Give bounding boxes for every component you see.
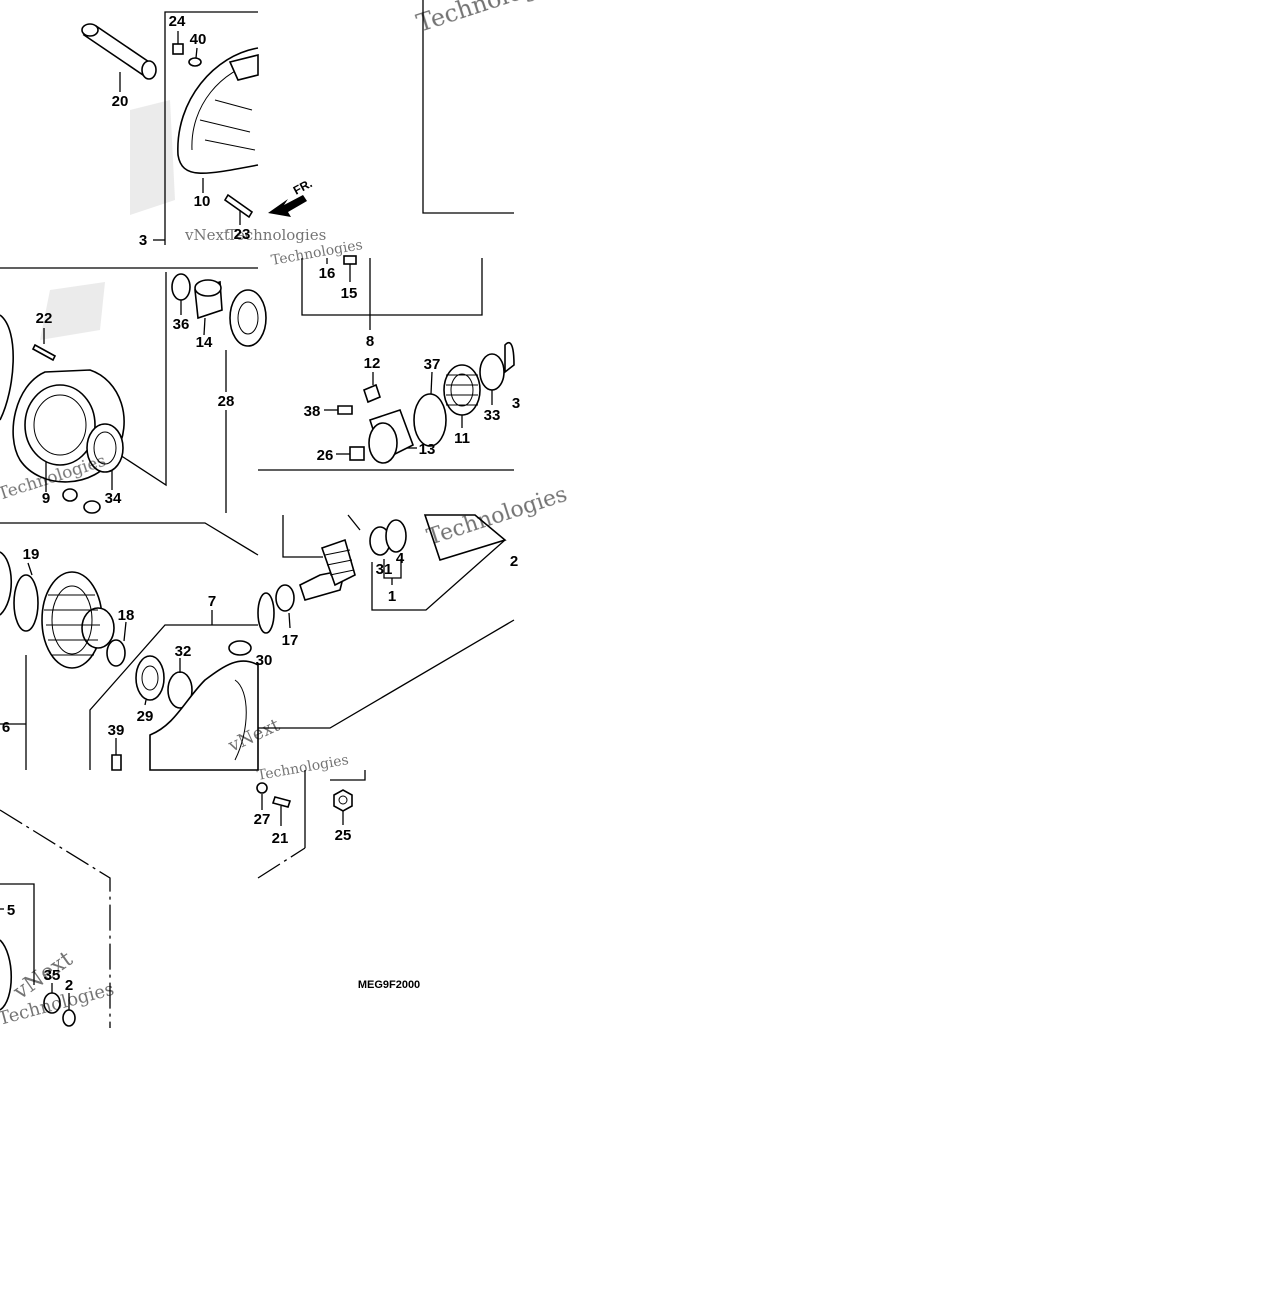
bearing-part-28 xyxy=(229,289,267,347)
callout-4: 4 xyxy=(396,550,405,567)
callout-11: 11 xyxy=(454,430,470,447)
callout-40: 40 xyxy=(190,31,207,48)
callout-25: 25 xyxy=(335,827,352,844)
tile-pinion-gear xyxy=(257,514,515,729)
callout-14: 14 xyxy=(196,334,213,351)
tile-hub xyxy=(0,809,111,1028)
callout-26: 26 xyxy=(317,447,334,464)
callout-29: 29 xyxy=(137,708,154,725)
snap-ring-part-4 xyxy=(385,519,407,553)
tile-fasteners xyxy=(256,770,366,879)
tile-cover-bearing xyxy=(0,267,267,514)
washer-part-40 xyxy=(188,47,202,67)
oil-seal-part-34 xyxy=(86,423,124,473)
tile-ring-gear xyxy=(0,522,259,771)
callout-2-cropped: 2 xyxy=(510,553,518,570)
bearing-part-29 xyxy=(135,655,165,706)
callout-33: 33 xyxy=(484,407,501,424)
callout-20: 20 xyxy=(112,93,129,110)
nut-part-26 xyxy=(336,446,365,461)
callout-23: 23 xyxy=(234,226,251,243)
callout-37: 37 xyxy=(424,356,441,373)
gear-part-11 xyxy=(443,364,481,428)
callout-9: 9 xyxy=(42,490,50,507)
callout-2: 2 xyxy=(65,977,73,994)
bolt-part-38 xyxy=(324,405,353,415)
callout-27: 27 xyxy=(254,811,271,828)
gear-case-part-7 xyxy=(149,640,259,771)
svg-text:Technologies: Technologies xyxy=(256,752,350,784)
front-arrow: FR. xyxy=(268,176,314,217)
callout-30: 30 xyxy=(256,652,273,669)
bolt-part-22 xyxy=(31,328,57,362)
svg-text:Technologies: Technologies xyxy=(227,226,326,244)
callout-15: 15 xyxy=(341,285,358,302)
callout-17: 17 xyxy=(282,632,299,649)
o-ring-part-36 xyxy=(171,273,191,301)
callout-3: 3 xyxy=(139,232,147,249)
watermarks: vNext Technologies Technologies Technolo… xyxy=(0,0,573,1030)
washer-part-27 xyxy=(256,782,268,810)
shim-part-18 xyxy=(106,621,127,667)
svg-text:Technologies: Technologies xyxy=(413,0,573,38)
brake-shoe-part-10 xyxy=(177,47,259,174)
callout-5: 5 xyxy=(7,902,15,919)
collar-part-14 xyxy=(194,279,223,320)
nut-part-25 xyxy=(333,789,353,825)
oil-seal-part-32 xyxy=(167,658,193,709)
callout-28: 28 xyxy=(218,393,235,410)
svg-text:FR.: FR. xyxy=(291,176,315,197)
callout-7: 7 xyxy=(208,593,216,610)
callout-1: 1 xyxy=(388,588,396,605)
stud-bolt-part-39 xyxy=(111,738,122,771)
callout-6: 6 xyxy=(2,719,10,736)
callout-31: 31 xyxy=(376,561,393,578)
tile-brake-shoe: FR. xyxy=(81,11,314,245)
callout-19: 19 xyxy=(23,546,40,563)
callout-21: 21 xyxy=(272,830,289,847)
shim-part-17 xyxy=(275,584,295,629)
callout-labels: 20 24 40 10 3 23 16 15 8 12 37 38 11 33 … xyxy=(2,13,520,994)
collar-part-13 xyxy=(368,408,417,464)
seal-part-33 xyxy=(479,353,505,405)
callout-34: 34 xyxy=(105,490,122,507)
bolt-part-23 xyxy=(223,193,254,225)
callout-38: 38 xyxy=(304,403,321,420)
tile-pinion-parts xyxy=(258,255,515,471)
callout-39: 39 xyxy=(108,722,125,739)
spacer-collar-part-20 xyxy=(81,23,157,80)
callout-12: 12 xyxy=(364,355,381,372)
svg-text:vNext: vNext xyxy=(184,226,230,244)
callout-36: 36 xyxy=(173,316,190,333)
callout-35: 35 xyxy=(44,967,61,984)
snap-ring-part-19 xyxy=(13,562,39,632)
nut-part-15 xyxy=(343,255,357,282)
o-ring-part-37 xyxy=(413,371,447,447)
callout-32: 32 xyxy=(175,643,192,660)
bolt-part-21 xyxy=(271,796,292,826)
ring-gear-part-6 xyxy=(25,571,115,770)
callout-16: 16 xyxy=(319,265,336,282)
pinion-gear-part-1 xyxy=(299,538,356,601)
stopper-part-12 xyxy=(363,372,381,404)
callout-10: 10 xyxy=(194,193,211,210)
callout-13: 13 xyxy=(419,441,436,458)
drawing-code: MEG9F2000 xyxy=(358,979,420,991)
bolt-part-24 xyxy=(172,31,184,55)
callout-18: 18 xyxy=(118,607,135,624)
callout-8: 8 xyxy=(366,333,374,350)
callout-22: 22 xyxy=(36,310,53,327)
tile-housing-outline xyxy=(422,0,514,214)
callout-3-cropped: 3 xyxy=(512,395,520,412)
callout-24: 24 xyxy=(169,13,186,30)
